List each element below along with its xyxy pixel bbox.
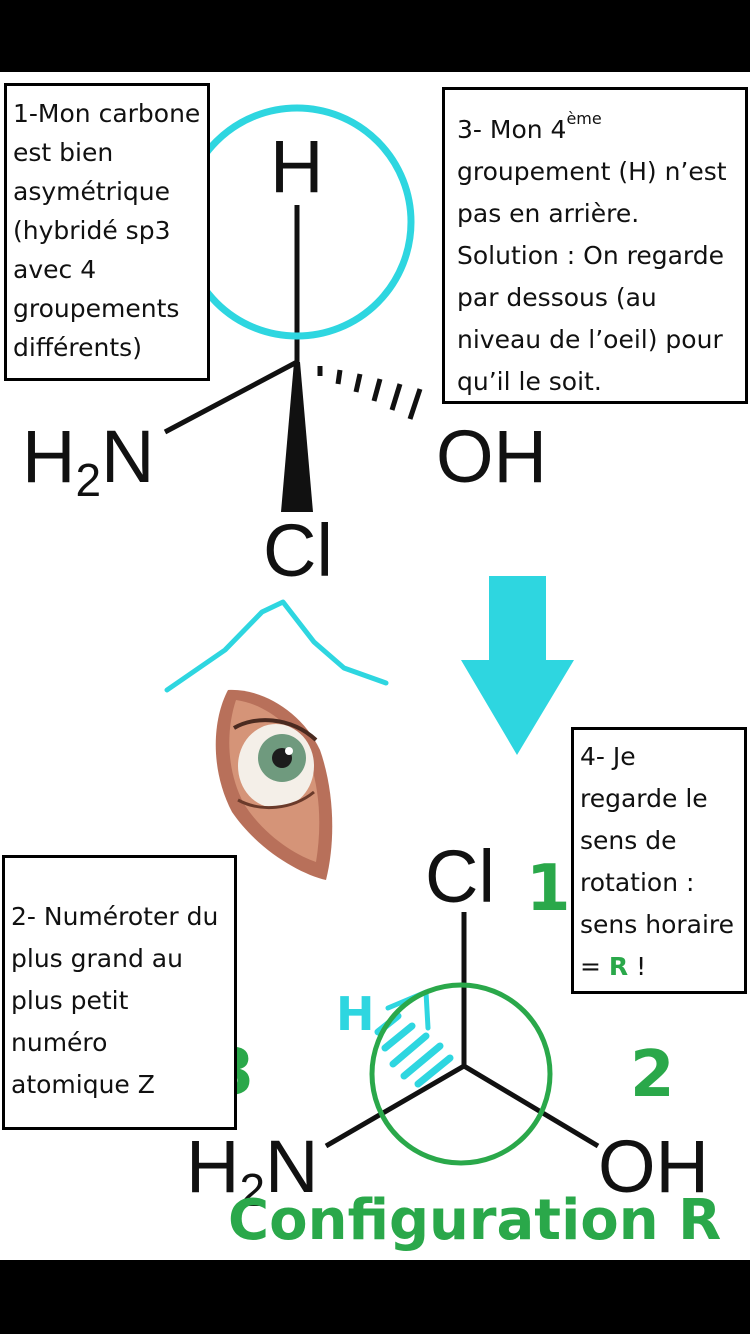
note2-line: plus petit	[11, 986, 129, 1015]
note4-line: sens de	[580, 826, 677, 855]
note4-r-highlight: R	[608, 952, 629, 981]
note3-line: niveau de l’oeil) pour	[457, 325, 723, 354]
note1-line: différents)	[13, 333, 142, 362]
atom-oh-bottom: OH	[598, 1125, 709, 1208]
atom-nh2-bottom: H2N	[186, 1125, 319, 1216]
note4-line-last: = R !	[580, 946, 738, 988]
note4-line: 4- Je	[580, 742, 636, 771]
note-step-1: 1-Mon carbone est bien asymétrique (hybr…	[4, 83, 210, 381]
note4-prefix: =	[580, 952, 609, 981]
note4-line: rotation :	[580, 868, 695, 897]
note2-line: numéro	[11, 1028, 108, 1057]
note1-line: 1-Mon carbone	[13, 99, 201, 128]
note2-line: plus grand au	[11, 944, 183, 973]
atom-h-bottom: H	[336, 987, 375, 1041]
note3-line1-text: 3- Mon 4	[457, 115, 567, 144]
note3-line: pas en arrière.	[457, 199, 640, 228]
note2-line: 2- Numéroter du	[11, 902, 219, 931]
note3-line: qu’il le soit.	[457, 367, 602, 396]
note1-line: asymétrique	[13, 177, 170, 206]
note3-superscript: ème	[566, 109, 602, 128]
atom-cl-bottom: Cl	[425, 835, 495, 918]
bond-nh2-bottom	[324, 1063, 466, 1149]
note4-line: sens horaire	[580, 910, 735, 939]
green-rotation-circle	[369, 982, 553, 1166]
note1-line: avec 4	[13, 255, 97, 284]
note1-line: est bien	[13, 138, 114, 167]
bond-oh-bottom	[462, 1063, 600, 1149]
atom-cl-top: Cl	[263, 509, 333, 592]
note3-line: 3- Mon 4ème	[457, 98, 733, 151]
atom-h-top: H	[270, 125, 323, 208]
note1-line: groupements	[13, 294, 180, 323]
bottom-black-bar	[0, 1260, 750, 1334]
eye-brow-stroke	[164, 599, 389, 693]
note3-line: Solution : On regarde	[457, 241, 725, 270]
note2-line: atomique Z	[11, 1070, 155, 1099]
priority-1: 1	[526, 852, 571, 926]
note-step-2: 2- Numéroter du plus grand au plus petit…	[2, 855, 237, 1130]
note4-suffix: !	[628, 952, 647, 981]
wedge-bond-cl	[281, 362, 313, 512]
atom-nh2-top: H2N	[22, 415, 155, 506]
note3-line: groupement (H) n’est	[457, 157, 727, 186]
hashed-bond-oh	[317, 366, 423, 420]
atom-oh-top: OH	[436, 415, 547, 498]
top-black-bar	[0, 0, 750, 72]
note1-line: (hybridé sp3	[13, 216, 171, 245]
down-arrow	[461, 576, 574, 755]
bond-nh2-top	[163, 359, 299, 435]
note-step-4: 4- Je regarde le sens de rotation : sens…	[571, 727, 747, 994]
priority-2: 2	[630, 1038, 675, 1112]
note3-line: par dessous (au	[457, 283, 657, 312]
eye-image	[215, 689, 333, 880]
configuration-label: Configuration R	[228, 1188, 722, 1253]
note4-line: regarde le	[580, 784, 708, 813]
note-step-3: 3- Mon 4ème groupement (H) n’est pas en …	[442, 87, 748, 404]
